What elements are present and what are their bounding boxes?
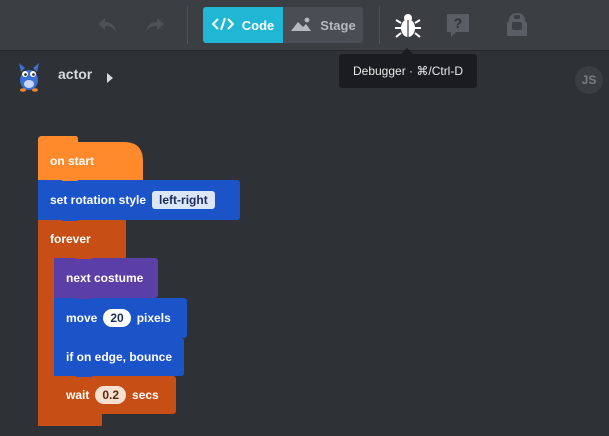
view-toggle: Code Stage (203, 7, 363, 43)
chevron-right-icon[interactable] (106, 70, 114, 88)
toolbar-divider (379, 6, 380, 44)
move-unit-label: pixels (136, 311, 171, 325)
next-costume-label: next costume (66, 271, 144, 285)
block-notch (74, 294, 94, 299)
redo-icon[interactable] (138, 8, 172, 42)
js-language-badge[interactable]: JS (575, 66, 603, 94)
block-notch (74, 334, 94, 339)
stage-tab[interactable]: Stage (283, 7, 363, 43)
block-notch (60, 176, 80, 181)
block-wait[interactable]: wait 0.2 secs (54, 376, 176, 414)
block-on-start[interactable]: on start (38, 136, 143, 180)
tooltip-text: Debugger · ⌘/Ctrl-D (352, 64, 464, 78)
block-notch (74, 372, 94, 377)
top-toolbar: Code Stage ? (0, 0, 609, 51)
block-set-rotation-style[interactable]: set rotation style left-right (38, 180, 240, 220)
block-notch (74, 254, 94, 259)
wait-amount-input[interactable]: 0.2 (95, 386, 127, 404)
actor-name[interactable]: actor (58, 66, 93, 82)
svg-text:?: ? (454, 15, 463, 31)
forever-label: forever (50, 232, 91, 246)
code-tab[interactable]: Code (203, 7, 283, 43)
code-tab-label: Code (241, 17, 275, 33)
robot-icon[interactable] (500, 8, 534, 42)
block-notch (74, 414, 94, 419)
debugger-tooltip: Debugger · ⌘/Ctrl-D (339, 48, 477, 88)
help-icon[interactable]: ? (441, 8, 475, 42)
on-start-label-wrap: on start (38, 142, 94, 180)
forever-label-wrap: forever (38, 220, 91, 258)
block-forever[interactable]: forever (38, 220, 128, 426)
image-icon (290, 16, 312, 35)
code-icon (211, 17, 235, 34)
actor-avatar[interactable] (16, 60, 42, 92)
rotation-style-dropdown[interactable]: left-right (152, 191, 215, 209)
if-on-edge-label: if on edge, bounce (66, 350, 173, 364)
wait-unit-label: secs (132, 388, 159, 402)
undo-icon[interactable] (90, 8, 124, 42)
stage-tab-label: Stage (320, 17, 356, 33)
set-rotation-label: set rotation style (50, 193, 147, 207)
block-move[interactable]: move 20 pixels (54, 298, 187, 338)
move-label: move (66, 311, 98, 325)
move-amount-input[interactable]: 20 (103, 309, 131, 327)
block-if-on-edge-bounce[interactable]: if on edge, bounce (54, 338, 184, 376)
debugger-bug-icon[interactable] (391, 8, 425, 42)
block-notch (60, 216, 80, 221)
on-start-label: on start (50, 154, 95, 168)
wait-label: wait (66, 388, 90, 402)
toolbar-divider (187, 6, 188, 44)
block-next-costume[interactable]: next costume (54, 258, 158, 298)
